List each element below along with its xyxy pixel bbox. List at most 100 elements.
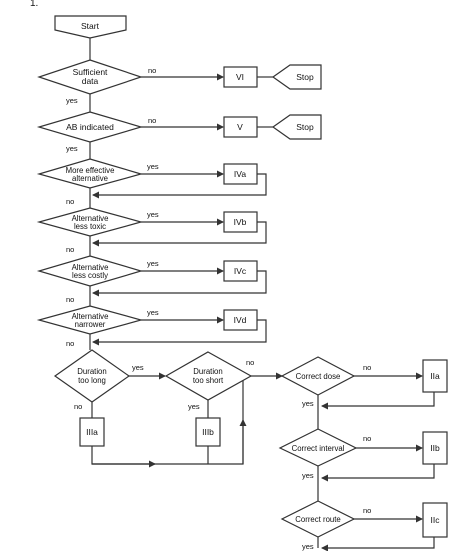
decision-label: Correct route [295, 515, 341, 524]
edge-label-no: no [363, 434, 371, 443]
decision-duration-too-short: Duration too short [164, 351, 253, 401]
edge-label-yes: yes [66, 144, 78, 153]
edge-labels: no yes no yes yes no yes no yes no yes n… [66, 66, 371, 551]
edge-iic-return [321, 537, 435, 551]
category-label: V [237, 122, 243, 132]
decision-label-line1: Alternative [72, 214, 109, 223]
stop-shape [271, 114, 322, 140]
decision-shape [280, 500, 356, 538]
stop-terminal-1: Stop [271, 64, 322, 90]
decision-correct-interval: Correct interval [278, 428, 358, 467]
edge-label-yes: yes [132, 363, 144, 372]
category-label: VI [236, 72, 244, 82]
category-label: IVb [234, 217, 247, 227]
category-box-v: V [223, 116, 258, 138]
decision-shape [36, 207, 144, 237]
edge-label-yes: yes [66, 96, 78, 105]
decision-label-line2: alternative [72, 174, 108, 183]
edge-ivc-return [92, 270, 267, 297]
decision-ab-indicated: AB indicated [36, 111, 144, 143]
category-box [422, 431, 448, 465]
decision-label-line1: Duration [77, 367, 106, 376]
start-shape [54, 15, 127, 39]
category-label: IVd [234, 315, 247, 325]
edge-label-yes: yes [147, 259, 159, 268]
edge-ivd-return [92, 319, 267, 346]
edge-label-yes: yes [147, 308, 159, 317]
decision-shape [164, 351, 253, 401]
decision-label-line2: less toxic [74, 222, 106, 231]
decision-label-line1: More effective [66, 166, 115, 175]
edge-iia-return [321, 392, 435, 410]
category-box-iic: IIc [422, 502, 448, 538]
decision-label: Correct interval [292, 444, 345, 453]
decision-shape [280, 356, 356, 396]
category-box-ivc: IVc [223, 260, 258, 282]
edge-label-yes: yes [302, 471, 314, 480]
category-label: IVa [234, 169, 246, 179]
edge-label-no: no [148, 116, 156, 125]
stop-label: Stop [296, 72, 314, 82]
edge-label-no: no [66, 197, 74, 206]
category-box-ivb: IVb [223, 211, 258, 233]
category-box-vi: VI [223, 66, 258, 88]
decision-sufficient-data: Sufficient data [37, 59, 143, 95]
category-box [223, 211, 258, 233]
edge-label-yes: yes [147, 210, 159, 219]
decision-less-costly: Alternative less costly [36, 255, 144, 287]
decision-shape [36, 158, 144, 189]
decision-label-line2: data [82, 76, 99, 86]
decision-shape [278, 428, 358, 467]
figure-corner-label: 1. [30, 0, 38, 9]
category-box [223, 66, 258, 88]
connector-lines [89, 38, 435, 551]
decision-label-line1: Sufficient [73, 67, 108, 77]
edge-label-no: no [66, 245, 74, 254]
edge-label-no: no [246, 358, 254, 367]
stop-shape [271, 64, 322, 90]
decision-shape [36, 111, 144, 143]
decision-label-line1: Alternative [72, 263, 109, 272]
category-label: IIc [431, 515, 441, 525]
category-box [422, 502, 448, 538]
decision-more-effective: More effective alternative [36, 158, 144, 189]
decision-label: Correct dose [296, 372, 341, 381]
edge-label-yes: yes [302, 399, 314, 408]
decision-label-line2: less costly [72, 271, 108, 280]
category-box-iib: IIb [422, 431, 448, 465]
category-label: IIb [430, 443, 440, 453]
edge-label-no: no [363, 506, 371, 515]
decision-label-line2: narrower [75, 320, 106, 329]
category-label: IIa [430, 371, 440, 381]
decision-shape [36, 255, 144, 287]
edge-label-yes: yes [147, 162, 159, 171]
decision-shape [53, 349, 131, 403]
category-box-iia: IIa [422, 359, 448, 393]
category-box [223, 260, 258, 282]
edge-label-no: no [66, 339, 74, 348]
decision-shape [37, 59, 143, 95]
category-box [422, 359, 448, 393]
category-box [223, 116, 258, 138]
decision-shape [36, 305, 144, 335]
edge-label-no: no [363, 363, 371, 372]
category-box-iiib: IIIb [195, 417, 221, 447]
decision-label: AB indicated [66, 122, 114, 132]
decision-narrower: Alternative narrower [36, 305, 144, 335]
edge-label-no: no [148, 66, 156, 75]
edge-label-yes: yes [302, 542, 314, 551]
category-label: IIIa [86, 427, 98, 437]
category-label: IIIb [202, 427, 214, 437]
category-box [223, 163, 258, 185]
decision-label-line2: too short [193, 376, 224, 385]
category-box [223, 309, 258, 331]
category-box-iva: IVa [223, 163, 258, 185]
category-box-iiia: IIIa [79, 417, 105, 447]
stop-terminal-2: Stop [271, 114, 322, 140]
decision-correct-dose: Correct dose [280, 356, 356, 396]
decision-less-toxic: Alternative less toxic [36, 207, 144, 237]
decision-label-line2: too long [78, 376, 106, 385]
category-box [79, 417, 105, 447]
